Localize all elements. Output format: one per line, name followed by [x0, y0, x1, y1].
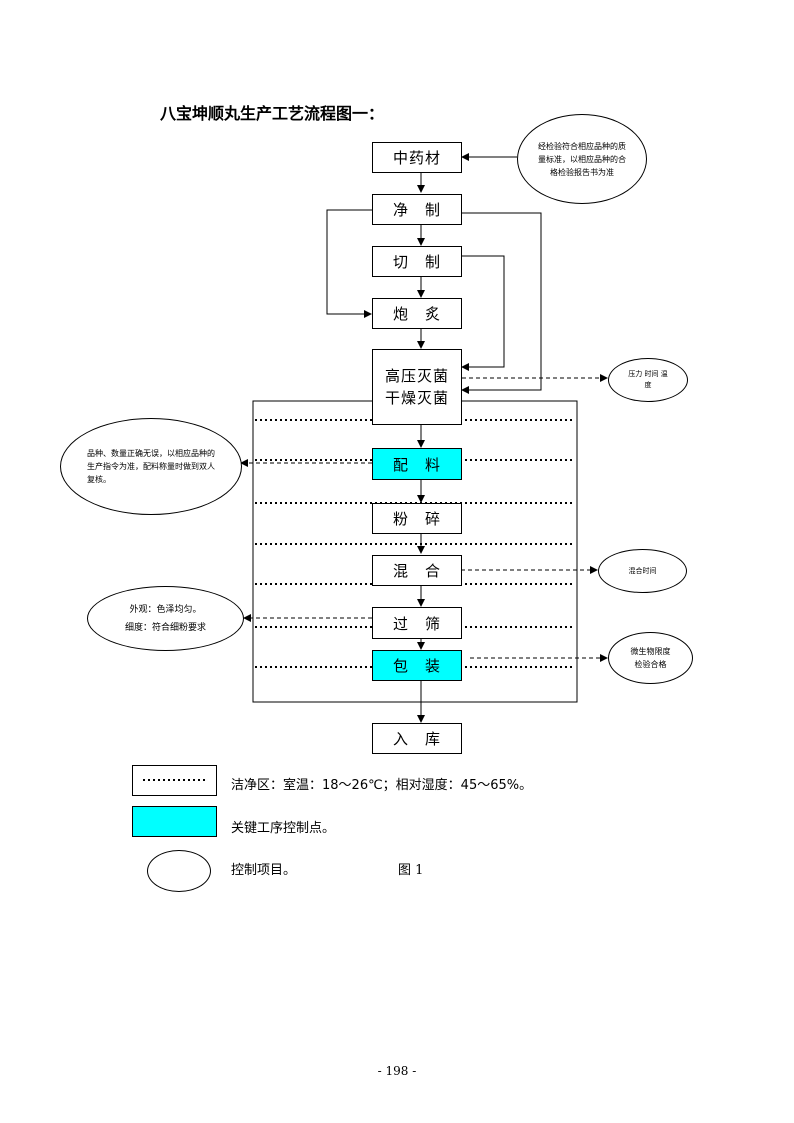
control-item-sieving-check: 外观：色泽均匀。 细度：符合细粉要求 — [87, 586, 244, 651]
step-batching: 配 料 — [372, 448, 462, 480]
control-item-mixing-time: 混合时间 — [598, 549, 687, 593]
legend-control-item-text: 控制项目。 — [231, 863, 297, 878]
step-crushing: 粉 碎 — [372, 503, 462, 534]
control-dashed-arrows — [240, 374, 608, 662]
legend-key-point-swatch — [132, 806, 217, 837]
page-title: 八宝坤顺丸生产工艺流程图一： — [160, 104, 385, 123]
step-processing: 炮 炙 — [372, 298, 462, 329]
control-item-batching-check: 品种、数量正确无误，以相应品种的生产指令为准，配料称量时做到双人复核。 — [60, 418, 242, 515]
step-sterilization: 高压灭菌 干燥灭菌 — [372, 349, 462, 425]
control-item-microbial-limit: 微生物限度检验合格 — [608, 632, 693, 684]
page-number: - 198 - — [377, 1064, 417, 1078]
legend-clean-zone-swatch — [132, 765, 217, 796]
step-raw-herbs: 中药材 — [372, 142, 462, 173]
control-item-sterilization-parameters: 压力 时间 温度 — [608, 358, 688, 402]
figure-label: 图 1 — [398, 863, 424, 878]
legend-clean-zone-text: 洁净区：室温：18～26℃；相对湿度：45～65%。 — [231, 778, 533, 793]
step-warehousing: 入 库 — [372, 723, 462, 754]
step-sterilization-line2: 干燥灭菌 — [384, 389, 449, 407]
control-item-sieving-line2: 细度：符合细粉要求 — [124, 622, 206, 633]
control-item-sieving-line1: 外观：色泽均匀。 — [129, 604, 202, 615]
step-packaging: 包 装 — [372, 650, 462, 681]
legend-control-item-swatch — [147, 850, 211, 892]
step-mixing: 混 合 — [372, 555, 462, 586]
legend-key-point-text: 关键工序控制点。 — [231, 821, 336, 836]
step-cleaning: 净 制 — [372, 194, 462, 225]
bypass-lines — [326, 153, 542, 394]
step-sterilization-line1: 高压灭菌 — [384, 367, 449, 385]
step-cutting: 切 制 — [372, 246, 462, 277]
step-sieving: 过 筛 — [372, 607, 462, 639]
control-item-raw-material-inspection: 经检验符合相应品种的质量标准，以相应品种的合格检验报告书为准 — [517, 114, 647, 204]
